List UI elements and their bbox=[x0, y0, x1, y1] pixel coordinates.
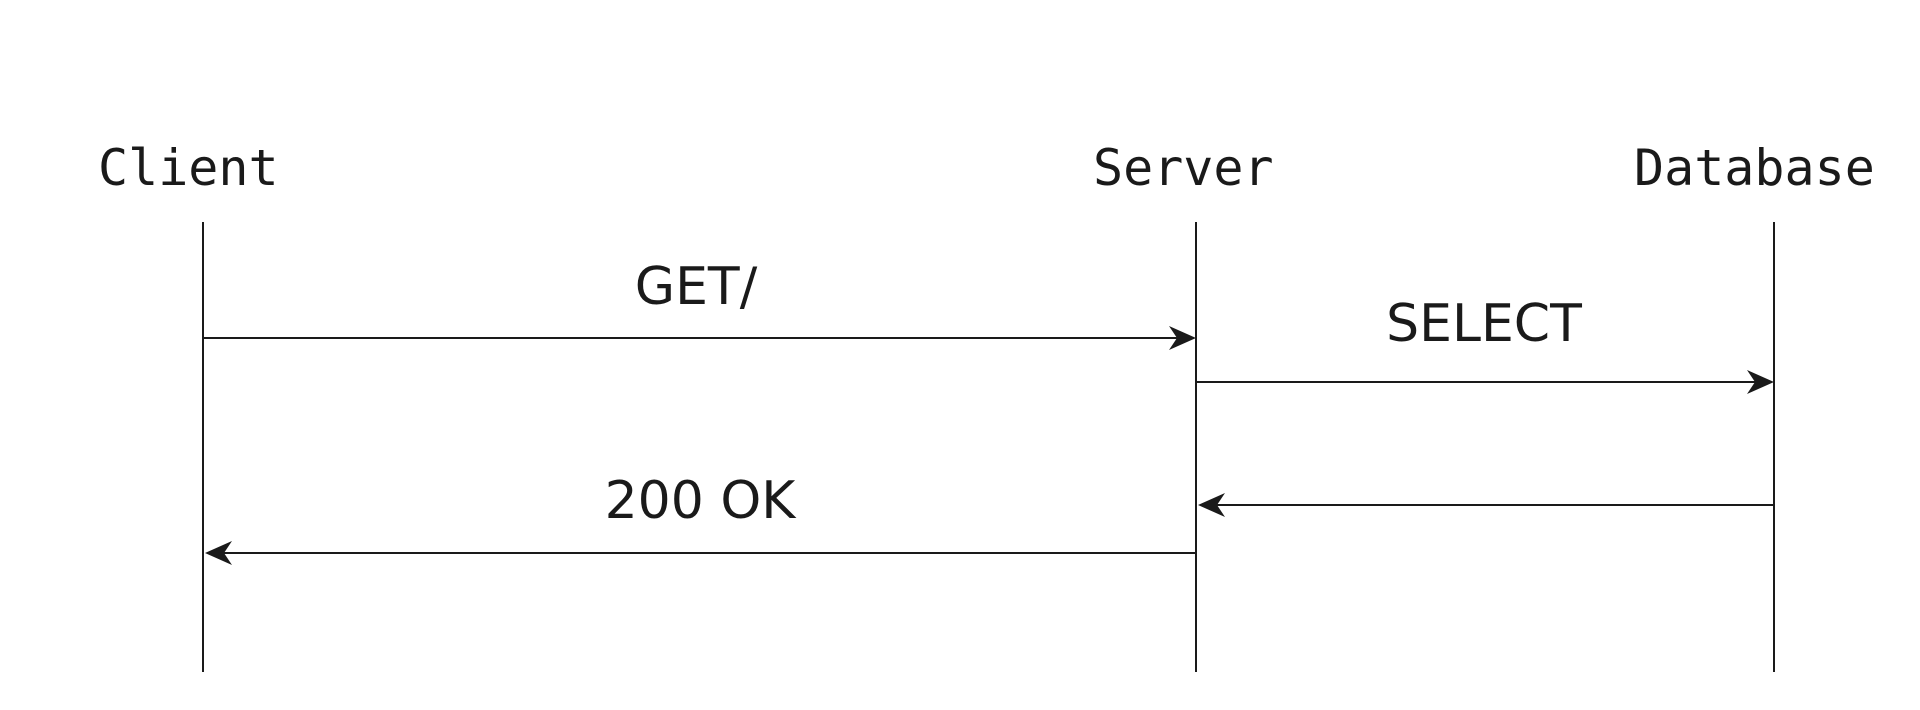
message-request-arrowhead bbox=[1169, 326, 1196, 350]
participant-server-label: Server bbox=[1093, 139, 1274, 197]
message-query-label: SELECT bbox=[1386, 294, 1582, 354]
message-result bbox=[1198, 493, 1774, 517]
message-query: SELECT bbox=[1196, 294, 1774, 394]
message-request: GET/ bbox=[203, 257, 1196, 350]
message-query-arrowhead bbox=[1747, 370, 1774, 394]
message-result-arrowhead bbox=[1198, 493, 1225, 517]
message-response: 200 OK bbox=[205, 471, 1196, 565]
message-request-label: GET/ bbox=[635, 257, 758, 317]
participant-database-label: Database bbox=[1634, 139, 1875, 197]
message-response-label: 200 OK bbox=[605, 471, 798, 531]
participant-client-label: Client bbox=[98, 139, 279, 197]
message-response-arrowhead bbox=[205, 541, 232, 565]
